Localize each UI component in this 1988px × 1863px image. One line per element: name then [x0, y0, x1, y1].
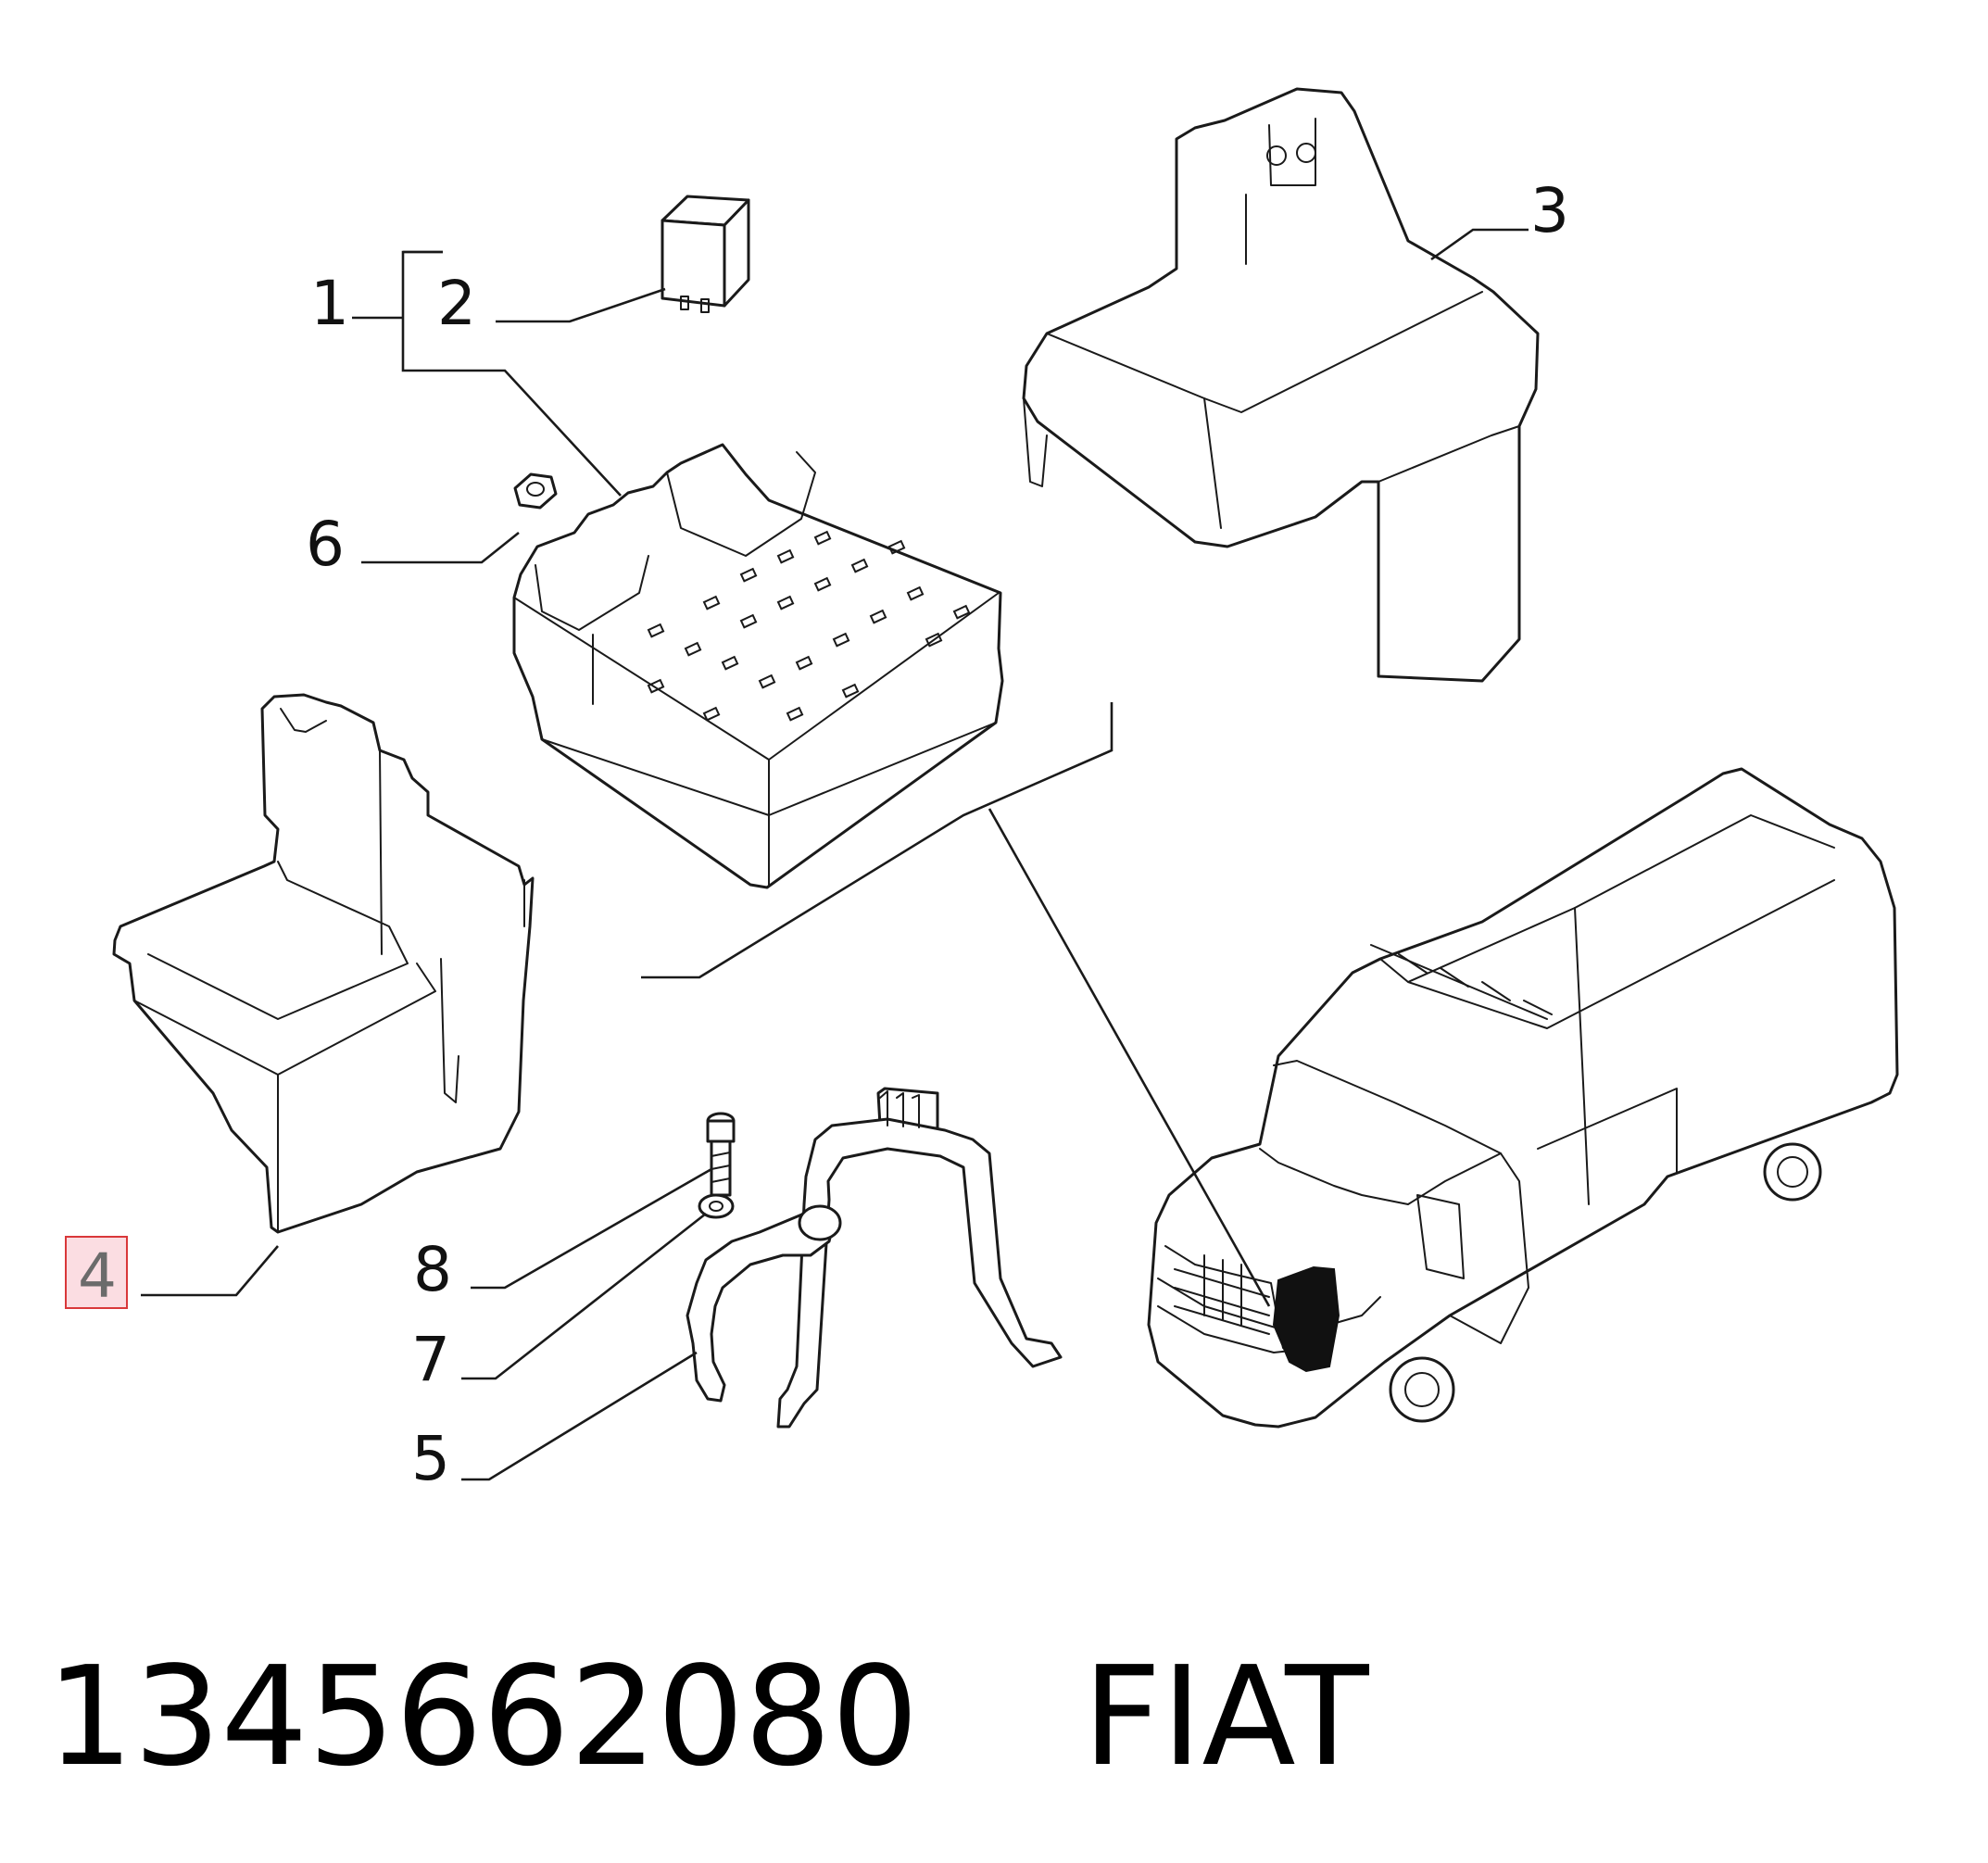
location-marker	[1272, 1265, 1340, 1373]
parts-diagram: 1 2 3 6 4 8 7 5	[65, 87, 1899, 1494]
part-number: 1345662080	[46, 1637, 919, 1796]
callout-2: 2	[437, 268, 476, 339]
nut-icon[interactable]	[513, 472, 558, 510]
callout-8: 8	[413, 1234, 452, 1305]
callout-6: 6	[306, 509, 345, 580]
callout-1: 1	[310, 268, 349, 339]
callout-4: 4	[78, 1240, 117, 1312]
leader-lines	[141, 228, 1529, 1481]
fuse-box-icon[interactable]	[512, 443, 1004, 889]
callout-7: 7	[411, 1324, 450, 1395]
fuse-slots	[647, 530, 971, 722]
brand-name: FIAT	[1082, 1637, 1369, 1796]
part-caption: 1345662080 FIAT	[46, 1647, 1369, 1786]
callout-4-highlight	[65, 1236, 128, 1309]
relay-icon[interactable]	[661, 195, 750, 313]
fuse-box-cover-icon[interactable]	[1022, 87, 1540, 683]
callout-5: 5	[411, 1423, 450, 1494]
mounting-tray-icon[interactable]	[112, 693, 535, 1234]
bolt-icon[interactable]	[706, 1112, 736, 1197]
van-location-icon	[1147, 767, 1899, 1429]
bracket-icon[interactable]	[686, 1087, 1063, 1429]
washer-icon[interactable]	[698, 1193, 735, 1219]
callout-labels: 1 2 3 6 4 8 7 5	[65, 175, 1569, 1494]
callout-3: 3	[1530, 175, 1569, 246]
